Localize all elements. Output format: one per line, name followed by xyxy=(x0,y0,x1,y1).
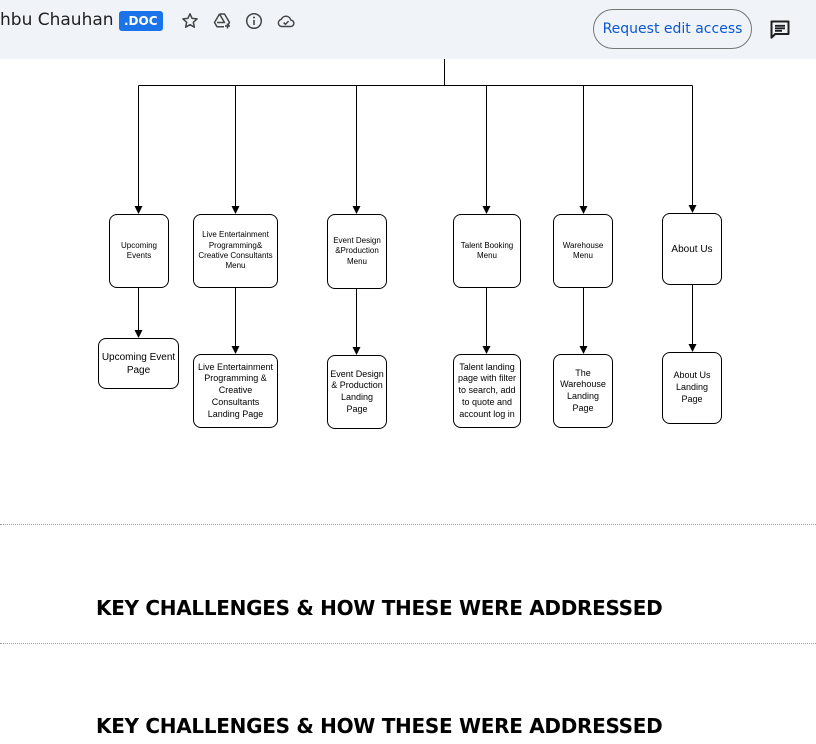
add-to-drive-icon[interactable] xyxy=(212,11,232,31)
document-title[interactable]: hbu Chauhan xyxy=(0,10,114,30)
info-icon[interactable] xyxy=(244,11,264,31)
cloud-status-icon[interactable] xyxy=(276,11,296,31)
menu-node-live-entertainment: Live Entertainment Programming& Creative… xyxy=(193,214,278,288)
section-heading: KEY CHALLENGES & HOW THESE WERE ADDRESSE… xyxy=(96,596,663,620)
section-heading: KEY CHALLENGES & HOW THESE WERE ADDRESSE… xyxy=(96,714,663,738)
menu-node-about-us: About Us xyxy=(662,213,722,285)
menu-node-talent-booking: Talent Booking Menu xyxy=(453,214,521,288)
menu-node-upcoming-events: Upcoming Events xyxy=(109,214,169,288)
request-edit-access-button[interactable]: Request edit access xyxy=(593,9,752,49)
page-node-warehouse: The Warehouse Landing Page xyxy=(553,354,613,428)
page-break-divider xyxy=(0,643,816,644)
page-node-live-entertainment: Live Entertainment Programming & Creativ… xyxy=(193,354,278,428)
page-node-talent: Talent landing page with filter to searc… xyxy=(453,354,521,428)
page-node-about-us: About Us Landing Page xyxy=(662,352,722,424)
star-icon[interactable] xyxy=(180,11,200,31)
comments-icon[interactable] xyxy=(768,18,792,42)
sitemap-diagram: Upcoming Events Live Entertainment Progr… xyxy=(0,59,816,459)
file-type-badge: .DOC xyxy=(119,11,163,31)
page-node-upcoming-event: Upcoming Event Page xyxy=(98,338,179,389)
page-node-event-design: Event Design & Production Landing Page xyxy=(327,355,387,429)
menu-node-event-design: Event Design &Production Menu xyxy=(327,214,387,289)
menu-node-warehouse: Warehouse Menu xyxy=(553,214,613,288)
sitemap-connectors xyxy=(134,59,697,355)
page-break-divider xyxy=(0,524,816,525)
doc-toolbar: hbu Chauhan .DOC Request edit access xyxy=(0,0,816,59)
